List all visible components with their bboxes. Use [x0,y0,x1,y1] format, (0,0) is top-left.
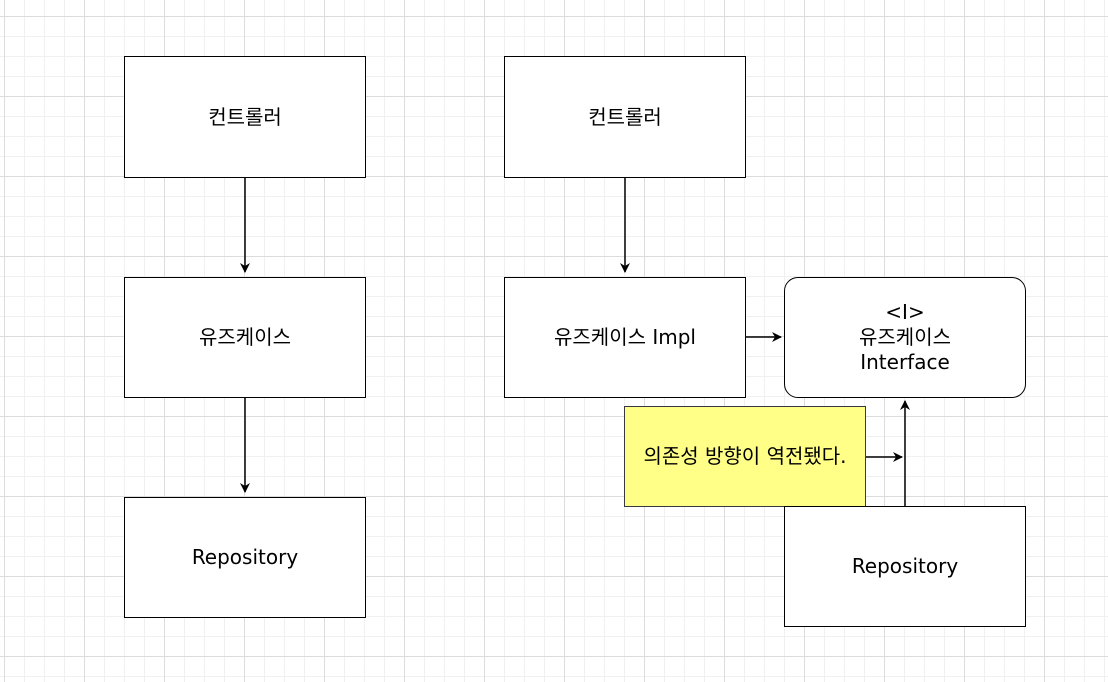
inversion-note-label: 의존성 방향이 역전됐다. [643,444,847,468]
right-usecase-impl-box[interactable]: 유즈케이스 Impl [504,277,746,398]
left-usecase-label: 유즈케이스 [199,325,291,349]
usecase-interface-box[interactable]: <I> 유즈케이스 Interface [784,277,1026,398]
interface-name-label: 유즈케이스 [859,325,951,349]
left-repository-label: Repository [191,545,299,569]
right-controller-label: 컨트롤러 [588,104,662,129]
right-usecase-impl-label: 유즈케이스 Impl [554,325,696,349]
left-repository-box[interactable]: Repository [124,497,366,618]
right-controller-box[interactable]: 컨트롤러 [504,56,746,178]
left-controller-box[interactable]: 컨트롤러 [124,56,366,178]
left-controller-label: 컨트롤러 [208,104,282,129]
left-usecase-box[interactable]: 유즈케이스 [124,277,366,398]
right-repository-label: Repository [851,554,959,578]
interface-suffix-label: Interface [860,350,950,374]
inversion-note-box[interactable]: 의존성 방향이 역전됐다. [624,406,866,507]
interface-stereotype-label: <I> [885,300,925,324]
right-repository-box[interactable]: Repository [784,506,1026,627]
